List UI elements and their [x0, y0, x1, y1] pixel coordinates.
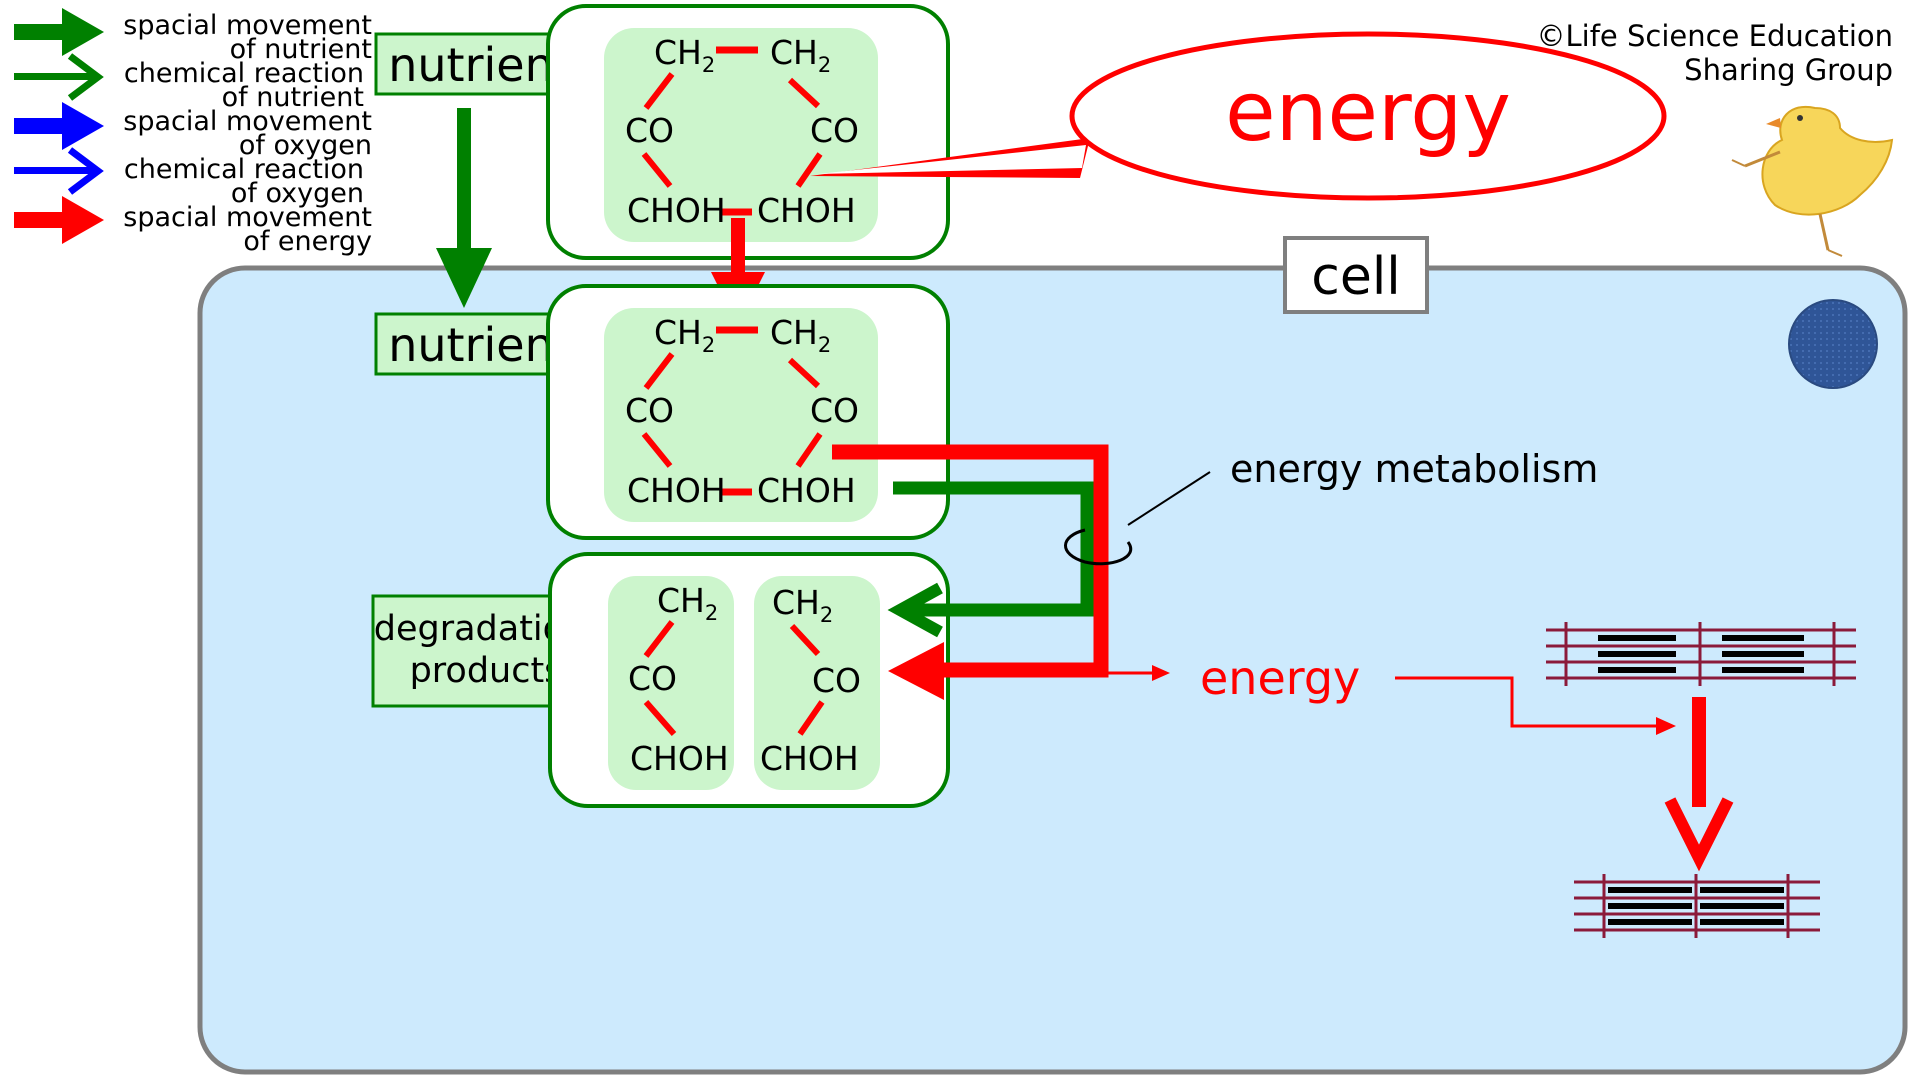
legend-arrow-oxygen-reaction — [14, 147, 104, 195]
copyright-line2: Sharing Group — [1684, 53, 1893, 87]
mol3-ch2-left: CH2 — [657, 581, 718, 625]
chick-illustration — [1731, 105, 1894, 257]
mol3-co-right: CO — [812, 661, 861, 700]
mol2-choh-left: CHOH — [627, 471, 726, 510]
mol3-ch2-right: CH2 — [772, 583, 833, 627]
mol2-choh-right: CHOH — [757, 471, 856, 510]
legend-label-3a: spacial movement — [123, 106, 372, 137]
mol1-choh-right: CHOH — [757, 191, 856, 230]
legend-label-1b: of nutrient — [230, 34, 372, 65]
molecule-inside: CH2 CH2 CO CO CHOH CHOH — [546, 284, 950, 540]
legend-arrow-energy-movement — [14, 196, 104, 244]
legend-label-1a: spacial movement — [123, 10, 372, 41]
cell-label-box — [1283, 236, 1429, 314]
legend-label-4a: chemical reaction — [124, 154, 364, 185]
mol1-co-right: CO — [810, 111, 859, 150]
mol3-choh-right: CHOH — [760, 739, 859, 778]
energy-metabolism-label: energy metabolism — [1230, 447, 1598, 491]
legend-arrow-oxygen-movement — [14, 102, 104, 150]
copyright-line1: ©Life Science Education — [1537, 19, 1894, 53]
mol1-co-left: CO — [625, 111, 674, 150]
cell-label: cell — [1311, 247, 1400, 307]
mol1-ch2-left: CH2 — [654, 33, 715, 77]
nutrient-outside-label: nutrient — [388, 38, 572, 92]
mol1-choh-left: CHOH — [627, 191, 726, 230]
nucleus — [1788, 299, 1878, 389]
legend-arrow-nutrient-reaction — [14, 53, 104, 101]
mol2-ch2-right: CH2 — [770, 313, 831, 357]
contraction-arrow — [1664, 697, 1734, 872]
molecule-outside: CH2 CH2 CO CO CHOH CHOH — [546, 4, 950, 260]
legend-label-3b: of oxygen — [239, 130, 372, 161]
nutrient-reaction-arrow — [887, 481, 1094, 638]
energy-to-muscle-arrow — [1395, 676, 1676, 735]
energy-release-arrow — [832, 444, 1170, 700]
energy-speech-bubble — [810, 31, 1667, 201]
nutrient-movement-arrow — [436, 108, 492, 308]
legend: spacial movement of nutrient chemical re… — [14, 8, 372, 257]
mol2-co-left: CO — [625, 391, 674, 430]
mol2-ch2-left: CH2 — [654, 313, 715, 357]
degradation-label-line2: products — [410, 651, 563, 691]
mol3-co-left: CO — [628, 659, 677, 698]
energy-metabolism-marker — [1064, 471, 1211, 566]
sarcomere-relaxed — [1546, 622, 1856, 686]
legend-arrow-nutrient-movement — [14, 8, 104, 56]
nutrient-inside-label: nutrient — [388, 318, 572, 372]
sarcomere-contracted — [1574, 874, 1820, 938]
energy-inside-label: energy — [1200, 651, 1360, 705]
legend-label-2a: chemical reaction — [124, 58, 364, 89]
mol1-ch2-right: CH2 — [770, 33, 831, 77]
legend-label-5a: spacial movement — [123, 202, 372, 233]
energy-bubble-label: energy — [1225, 65, 1511, 160]
mol2-co-right: CO — [810, 391, 859, 430]
legend-label-5b: of energy — [243, 226, 372, 257]
legend-label-2b: of nutrient — [222, 82, 364, 113]
degradation-products: CH2 CH2 CO CO CHOH CHOH — [548, 552, 950, 808]
legend-label-4b: of oxygen — [231, 178, 364, 209]
mol3-choh-left: CHOH — [630, 739, 729, 778]
